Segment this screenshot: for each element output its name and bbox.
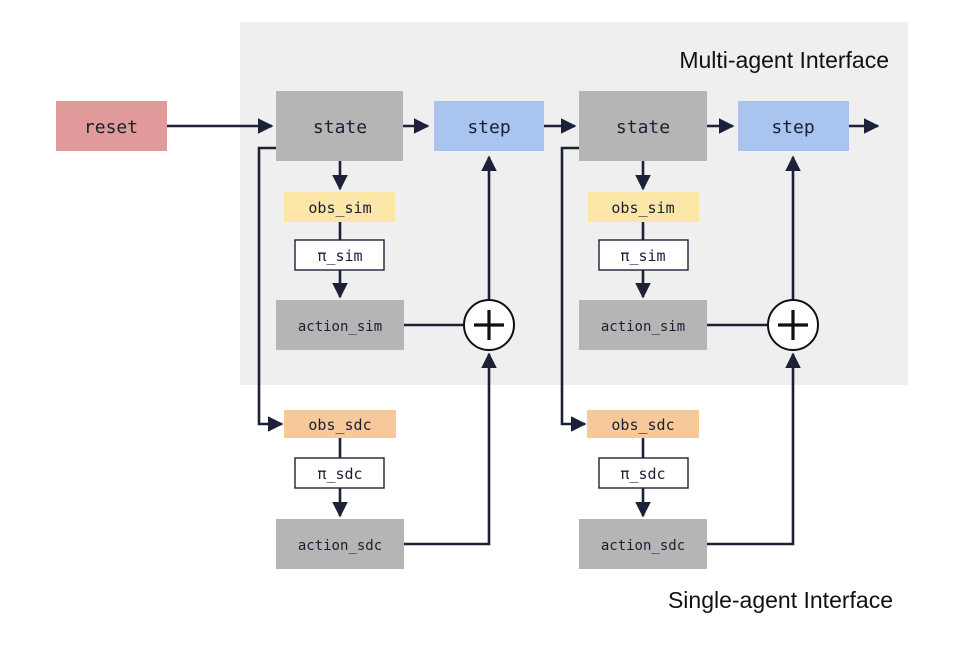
state-node-2: state bbox=[579, 91, 707, 161]
pi-sim-label-1: π_sim bbox=[317, 247, 362, 265]
edge-action-sdc-2-to-sum-2 bbox=[707, 352, 801, 546]
obs-sim-label-1: obs_sim bbox=[308, 199, 371, 217]
action-sdc-label-2: action_sdc bbox=[601, 538, 685, 554]
reset-node: reset bbox=[56, 101, 167, 151]
action-sim-label-1: action_sim bbox=[298, 319, 382, 335]
edge-state-2-to-obs-sdc-2 bbox=[560, 146, 587, 432]
pi-sim-label-2: π_sim bbox=[620, 247, 665, 265]
multi-agent-interface-label: Multi-agent Interface bbox=[679, 47, 889, 73]
pi-sdc-node-2: π_sdc bbox=[598, 457, 689, 489]
pi-sim-node-2: π_sim bbox=[598, 239, 689, 271]
obs-sim-label-2: obs_sim bbox=[611, 199, 674, 217]
circle-plus-icon bbox=[463, 299, 515, 351]
action-sdc-label-1: action_sdc bbox=[298, 538, 382, 554]
action-sdc-node-2: action_sdc bbox=[579, 519, 707, 569]
step-label-2: step bbox=[771, 117, 814, 138]
action-sim-label-2: action_sim bbox=[601, 319, 685, 335]
step-node-1: step bbox=[434, 101, 544, 151]
action-sim-node-2: action_sim bbox=[579, 300, 707, 350]
action-sim-node-1: action_sim bbox=[276, 300, 404, 350]
obs-sim-node-2: obs_sim bbox=[588, 192, 699, 222]
state-label-2: state bbox=[616, 117, 670, 138]
edges bbox=[167, 118, 880, 546]
pi-sdc-label-1: π_sdc bbox=[317, 465, 362, 483]
edge-action-sdc-1-to-sum-1 bbox=[404, 352, 497, 546]
state-label-1: state bbox=[313, 117, 367, 138]
obs-sim-node-1: obs_sim bbox=[284, 192, 395, 222]
obs-sdc-label-2: obs_sdc bbox=[611, 416, 674, 434]
obs-sdc-label-1: obs_sdc bbox=[308, 416, 371, 434]
single-agent-interface-label: Single-agent Interface bbox=[668, 587, 893, 613]
reset-label: reset bbox=[84, 117, 138, 138]
edge-state-1-to-obs-sdc-1 bbox=[257, 146, 284, 432]
step-node-2: step bbox=[738, 101, 849, 151]
circle-plus-icon bbox=[767, 299, 819, 351]
pi-sdc-node-1: π_sdc bbox=[294, 457, 385, 489]
obs-sdc-node-1: obs_sdc bbox=[284, 410, 396, 438]
obs-sdc-node-2: obs_sdc bbox=[587, 410, 699, 438]
pi-sim-node-1: π_sim bbox=[294, 239, 385, 271]
step-label-1: step bbox=[467, 117, 510, 138]
action-sdc-node-1: action_sdc bbox=[276, 519, 404, 569]
pi-sdc-label-2: π_sdc bbox=[620, 465, 665, 483]
state-node-1: state bbox=[276, 91, 403, 161]
